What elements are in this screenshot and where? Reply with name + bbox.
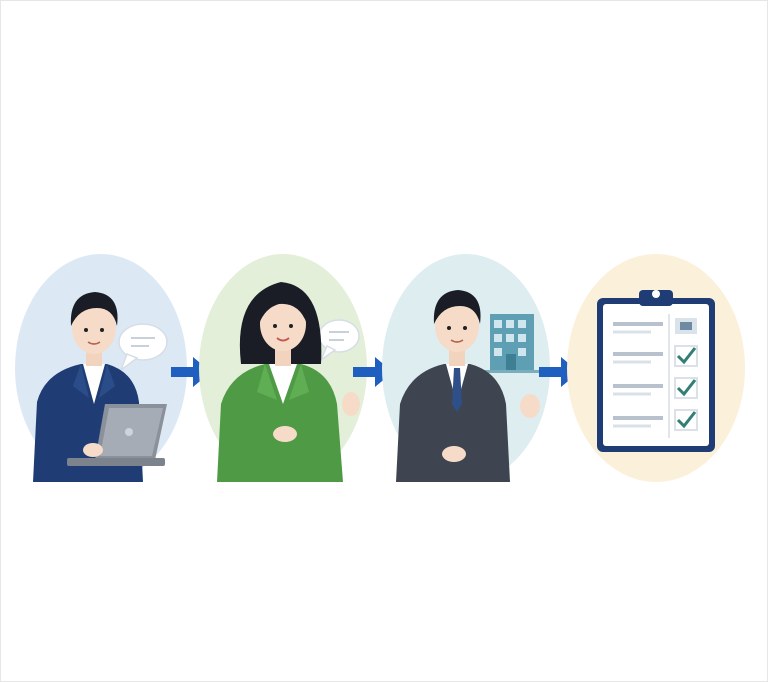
office-building-icon <box>482 314 542 373</box>
checkmark-icon <box>676 411 697 429</box>
applicant-laptop-icon <box>15 254 187 482</box>
checkmark-icon <box>676 347 697 365</box>
company-introduction-icon <box>382 254 550 482</box>
step-2-consultation <box>199 254 367 482</box>
recruiter-consultation-icon <box>199 254 367 482</box>
speech-bubble-icon <box>118 323 168 373</box>
step-3-company-introduction <box>382 254 550 482</box>
checklist-rows <box>613 314 698 438</box>
step-4-checklist <box>567 254 745 482</box>
step-1-applicant <box>15 254 187 482</box>
checklist-clipboard-icon <box>567 254 745 482</box>
checkmark-icon <box>676 379 697 397</box>
laptop-icon <box>67 404 167 466</box>
clip-icon <box>639 290 673 306</box>
